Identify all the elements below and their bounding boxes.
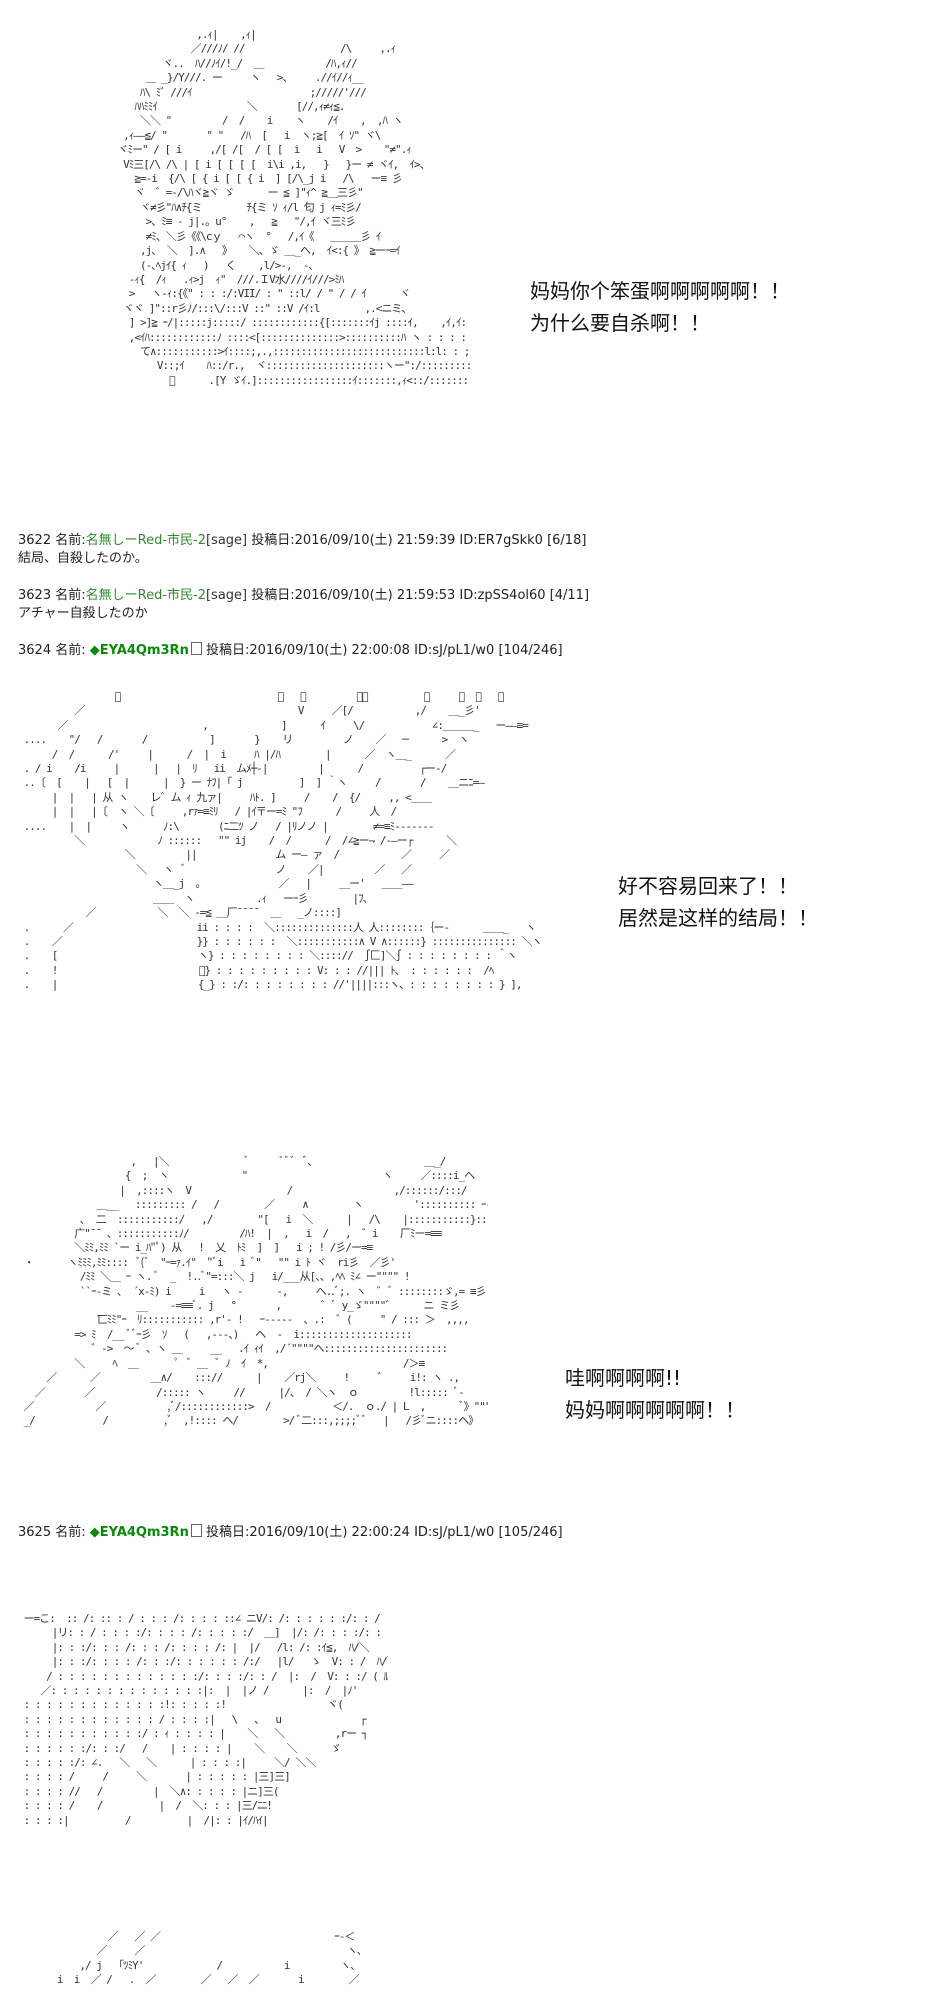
post-number: 3622 [18, 533, 52, 548]
ascii-art-1: ,.ｨ| ,ｨ| ／///ﾉ/ // /\ ,.ｨ ヾ.. ﾊ//ﾉｲ/!_/ … [117, 28, 470, 387]
post-meta: 投稿日:2016/09/10(土) 22:00:08 ID:sJ/pL1/w0 … [205, 643, 563, 658]
name-label: 名前: [55, 533, 86, 548]
poster-name[interactable]: 名無しーRed-市民-2 [85, 533, 206, 548]
poster-trip[interactable]: ◆EYA4Qm3Rn [89, 1525, 189, 1540]
speech-2: 好不容易回来了！！ 居然是这样的结局！！ [618, 870, 818, 934]
post-header-3623: 3623 名前:名無しーRed-市民-2[sage] 投稿日:2016/09/1… [18, 587, 589, 605]
sage-tag: [sage] [205, 588, 248, 603]
speech-3: 哇啊啊啊啊!! 妈妈啊啊啊啊啊！！ [565, 1362, 745, 1426]
speech-3-line-1: 哇啊啊啊啊!! [565, 1366, 682, 1390]
name-label: 名前: [55, 1525, 86, 1540]
post-header-3624: 3624 名前: ◆EYA4Qm3Rn 投稿日:2016/09/10(土) 22… [18, 642, 563, 660]
speech-1: 妈妈你个笨蛋啊啊啊啊啊！！ 为什么要自杀啊！！ [530, 275, 790, 339]
ascii-art-3: , |＼ ﾞ ﾞﾞﾞ ﾞ、 ＿_/ { ; ヽ " ヽ ／::::i_ヘ | ,… [23, 1155, 488, 1428]
name-label: 名前: [55, 643, 86, 658]
ascii-art-2: ﾞ ＼ ／ ／／ ／ ﾞ ＿ ／ ／ V ／[/ ,/ ＿_彡' ／ , ] [23, 690, 543, 992]
post-body-3622: 結局、自殺したのか。 [18, 551, 148, 566]
speech-2-line-2: 居然是这样的结局！！ [618, 906, 818, 930]
ascii-art-5: ／ ／ ／ ｰ‐＜ ／ ／ ヽ、 ,/ j 「ﾂﾐY' / i ヽ、 i i ／… [56, 1930, 360, 1987]
name-label: 名前: [55, 588, 86, 603]
speech-1-line-1: 妈妈你个笨蛋啊啊啊啊啊！！ [530, 279, 790, 303]
ascii-art-4: ー=こ: :: /: :: : / : : : /: : : : ::∠ ニV/… [23, 1612, 388, 1827]
speech-3-line-2: 妈妈啊啊啊啊啊！！ [565, 1398, 745, 1422]
post-header-3622: 3622 名前:名無しーRed-市民-2[sage] 投稿日:2016/09/1… [18, 532, 586, 550]
post-header-3625: 3625 名前: ◆EYA4Qm3Rn 投稿日:2016/09/10(土) 22… [18, 1524, 563, 1542]
post-meta: 投稿日:2016/09/10(土) 21:59:39 ID:ER7gSkk0 [… [251, 533, 587, 548]
post-body-3623: アチャー自殺したのか [18, 606, 148, 621]
speech-1-line-2: 为什么要自杀啊！！ [530, 311, 710, 335]
mail-square-icon [190, 642, 202, 655]
post-meta: 投稿日:2016/09/10(土) 21:59:53 ID:zpSS4ol60 … [251, 588, 590, 603]
poster-name[interactable]: 名無しーRed-市民-2 [85, 588, 206, 603]
post-number: 3623 [18, 588, 52, 603]
mail-square-icon [190, 1524, 202, 1537]
poster-trip[interactable]: ◆EYA4Qm3Rn [89, 643, 189, 658]
sage-tag: [sage] [205, 533, 248, 548]
post-number: 3625 [18, 1525, 52, 1540]
post-number: 3624 [18, 643, 52, 658]
speech-2-line-1: 好不容易回来了！！ [618, 874, 798, 898]
post-meta: 投稿日:2016/09/10(土) 22:00:24 ID:sJ/pL1/w0 … [205, 1525, 563, 1540]
